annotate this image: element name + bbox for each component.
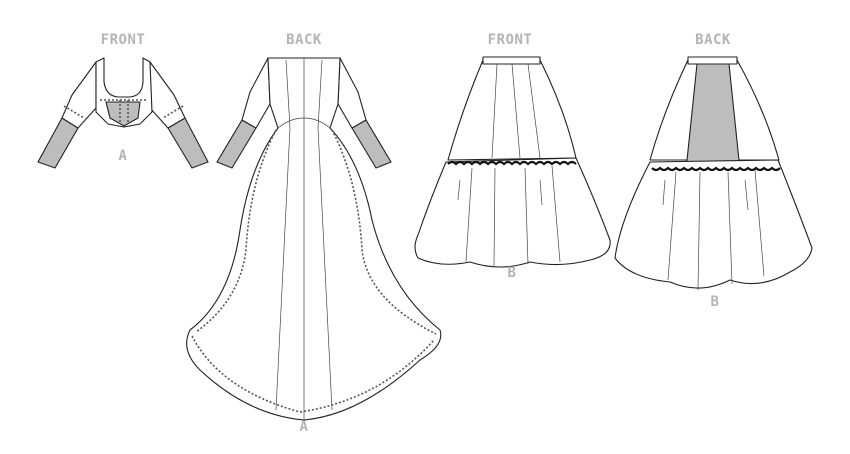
view-a-front-heading: FRONT	[100, 32, 146, 48]
gown-edge-trim	[191, 129, 437, 413]
view-b-front-label: B	[507, 265, 517, 281]
skirt-front-drawing	[414, 56, 611, 268]
left-lower-sleeve	[37, 117, 79, 169]
lower-seams	[457, 165, 561, 267]
lower-seams	[662, 169, 765, 291]
left-upper-sleeve	[241, 57, 271, 129]
skirt-lower-tier	[614, 159, 813, 289]
upper-seams	[491, 63, 541, 159]
view-b-front-heading: FRONT	[487, 32, 533, 48]
right-upper-sleeve	[149, 61, 186, 129]
ruffle-line	[651, 166, 781, 172]
view-a-front-label: A	[118, 148, 128, 164]
view-a-back-heading: BACK	[286, 32, 322, 48]
gown-body	[186, 57, 442, 421]
right-lower-sleeve	[351, 119, 392, 169]
gown-seams	[275, 58, 333, 420]
left-upper-sleeve	[61, 61, 97, 129]
view-b-back-label: B	[710, 294, 720, 310]
bodice-front-drawing	[37, 57, 209, 169]
view-a-back-label: A	[299, 419, 309, 435]
waistband	[687, 56, 738, 65]
ruffle-line	[447, 160, 577, 166]
front-lacing-trim	[119, 100, 129, 124]
waistband	[482, 56, 541, 65]
skirt-upper-tier	[447, 59, 577, 161]
stomacher	[105, 101, 141, 127]
left-lower-sleeve	[216, 119, 257, 169]
right-lower-sleeve	[167, 117, 209, 169]
view-b-back-heading: BACK	[695, 32, 731, 48]
gown-back-drawing	[186, 57, 442, 421]
right-upper-sleeve	[337, 57, 367, 129]
skirt-back-drawing	[614, 56, 813, 291]
skirt-lower-tier	[414, 157, 611, 268]
